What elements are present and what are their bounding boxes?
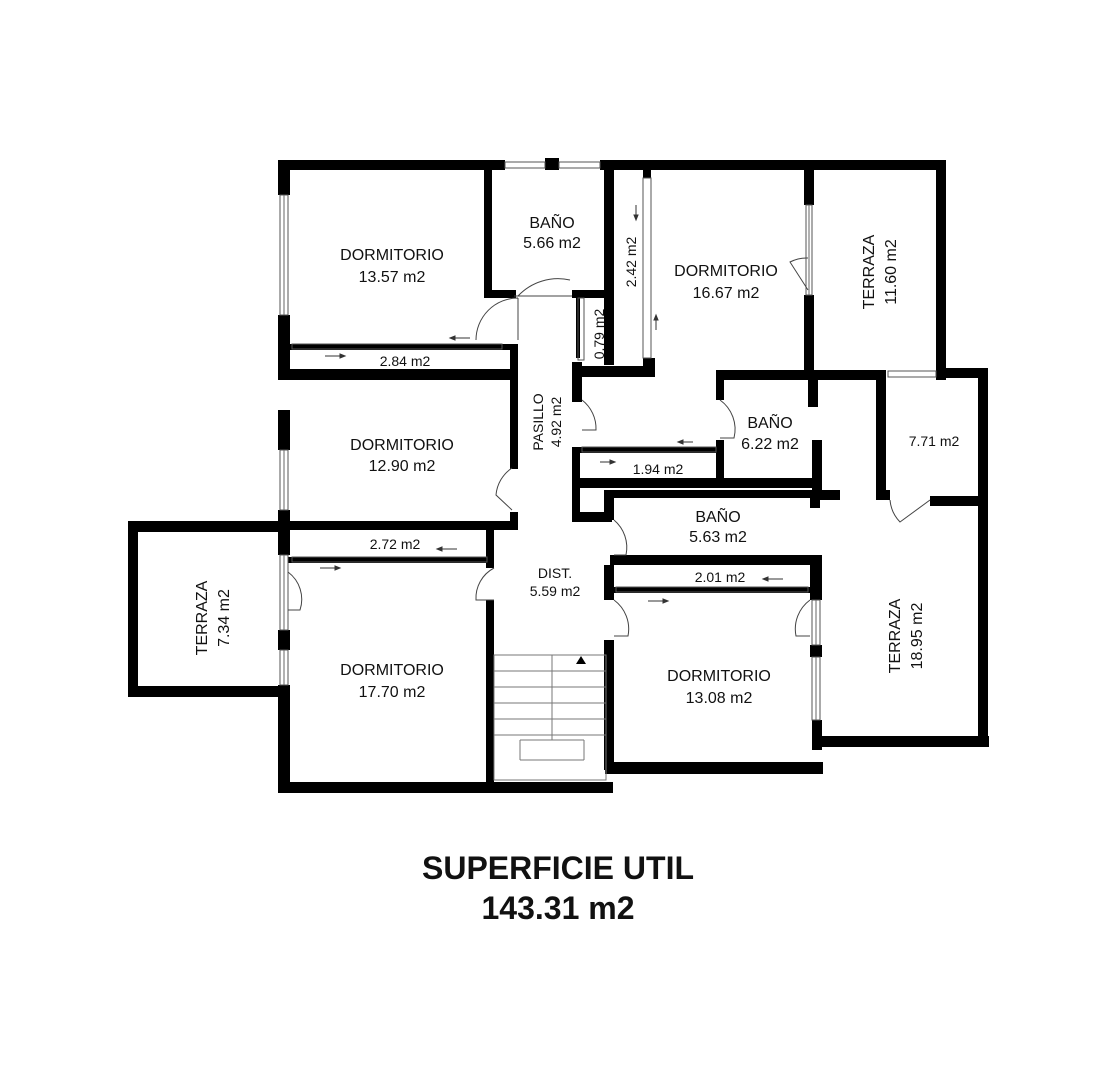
room-dormitorio-1: DORMITORIO 13.57 m2: [340, 247, 444, 286]
sliding-doors: [291, 177, 809, 593]
room-name: DORMITORIO: [340, 662, 444, 679]
closet-area-079: 0.79 m2: [591, 308, 607, 359]
room-dormitorio-2: DORMITORIO 16.67 m2: [674, 263, 778, 302]
room-area: 18.95 m2: [909, 603, 926, 670]
door-swings: [287, 257, 931, 637]
summary-total-area: 143.31 m2: [481, 890, 635, 926]
room-area-label: 7.71 m2: [909, 433, 960, 449]
room-area: 5.63 m2: [689, 529, 747, 546]
room-dormitorio-3: DORMITORIO 12.90 m2: [350, 437, 454, 475]
walls: [128, 158, 989, 793]
room-name: BAÑO: [529, 212, 574, 232]
room-area: 6.22 m2: [741, 436, 799, 453]
room-dist: DIST. 5.59 m2: [530, 565, 581, 599]
slide-arrows: [320, 205, 783, 604]
room-pasillo: PASILLO 4.92 m2: [530, 393, 564, 450]
room-name: TERRAZA: [194, 580, 211, 655]
room-name: PASILLO: [530, 393, 546, 450]
room-bano-2: BAÑO 6.22 m2: [741, 412, 799, 453]
summary-title: SUPERFICIE UTIL: [421, 850, 694, 886]
room-terraza-2: TERRAZA 7.34 m2: [194, 580, 233, 655]
room-name: BAÑO: [747, 412, 792, 432]
room-area: 7.34 m2: [216, 589, 233, 647]
room-area: 5.66 m2: [523, 235, 581, 252]
closet-area-label: 2.84 m2: [380, 353, 431, 369]
room-name: BAÑO: [695, 506, 740, 526]
room-area: 16.67 m2: [693, 285, 760, 302]
room-name: TERRAZA: [861, 234, 878, 309]
room-name: DIST.: [538, 565, 572, 581]
room-name: TERRAZA: [887, 598, 904, 673]
room-area: 13.08 m2: [686, 690, 753, 707]
room-bano-3: BAÑO 5.63 m2: [689, 506, 747, 546]
room-name: DORMITORIO: [340, 247, 444, 264]
room-area: 17.70 m2: [359, 684, 426, 701]
room-name: DORMITORIO: [350, 437, 454, 454]
room-dormitorio-4: DORMITORIO 17.70 m2: [340, 662, 444, 701]
room-terraza-3: TERRAZA 18.95 m2: [887, 598, 926, 673]
room-area: 13.57 m2: [359, 269, 426, 286]
room-area: 11.60 m2: [883, 239, 900, 305]
room-name: DORMITORIO: [667, 668, 771, 685]
room-bano-1: BAÑO 5.66 m2: [523, 212, 581, 252]
closet-area-label: 2.72 m2: [370, 536, 421, 552]
room-area: 4.92 m2: [548, 396, 564, 447]
window-lines: [283, 195, 817, 720]
closet-area-label: 1.94 m2: [633, 461, 684, 477]
room-area: 12.90 m2: [369, 458, 436, 475]
closet-area-242: 2.42 m2: [623, 236, 639, 287]
room-area: 5.59 m2: [530, 583, 581, 599]
room-terraza-1: TERRAZA 11.60 m2: [861, 234, 900, 309]
closet-area-label: 0.79 m2: [591, 308, 607, 359]
closet-area-label: 2.01 m2: [695, 569, 746, 585]
stairs: [493, 654, 607, 781]
closet-area-label: 2.42 m2: [623, 236, 639, 287]
room-name: DORMITORIO: [674, 263, 778, 280]
stairs-up-arrow-icon: [576, 656, 586, 664]
room-dormitorio-5: DORMITORIO 13.08 m2: [667, 668, 771, 707]
